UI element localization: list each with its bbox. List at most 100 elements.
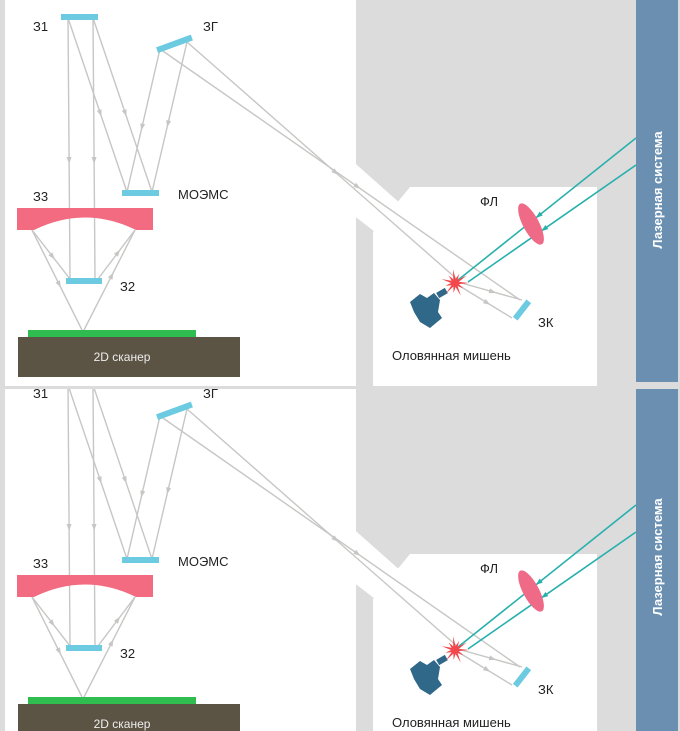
mirror-3-label: З3 [33,556,48,571]
beam-m1-m2-left-arrow [66,156,72,164]
mirror-k-label: ЗК [538,315,554,330]
beam-mg-source [186,41,459,281]
plasma-spark-icon [441,269,469,296]
beam-m2-m3-right-arrow [113,616,121,624]
wafer [28,330,196,337]
beam-mg-moems-left [126,48,161,193]
beam-m1-m2-right-arrow [91,156,97,164]
beam-mg-moems-right-arrow [166,120,172,128]
laser-system-bar [636,0,678,382]
beam-m3-m2-left-arrow [48,252,55,260]
laser-beam-2-arrow [541,225,549,232]
beam-m1-m2-right [92,17,96,279]
mirror-1-label: З1 [33,19,48,34]
beam-m1-m2-left [67,389,71,646]
beam-m3-wafer-left [31,596,83,698]
tin-target-label: Оловянная мишень [392,348,511,363]
beam-m3-wafer-right-arrow [108,639,114,647]
moems-mirror [122,190,159,196]
target-nozzle [436,654,448,666]
optics-panel [5,389,356,731]
mirror-g [156,34,193,53]
beam-mg-moems-left-arrow [140,490,146,498]
mirror-1 [61,14,98,20]
mirror-3-curved [17,208,153,230]
beam-m1-moems-right [92,17,153,193]
beam-mg-mk-arrow [353,182,361,189]
beam-m1-moems-left [68,389,128,560]
plasma-spark-icon [441,636,469,663]
mirror-2-label: З2 [120,279,135,294]
beam-m3-wafer-left-arrow [55,647,61,655]
beam-m1-moems-right-arrow [121,476,127,484]
focus-lens-label: ФЛ [480,194,498,209]
mirror-g-label: ЗГ [203,386,218,401]
beam-m1-m2-right-arrow [91,523,97,531]
beam-m3-m2-left-arrow [48,619,55,627]
focus-lens [518,203,544,245]
beam-source-mk-1-arrow [488,288,497,294]
mirror-g-label: ЗГ [203,19,218,34]
beam-m3-wafer-right-arrow [108,272,114,280]
mirror-3-curved [17,575,153,597]
tin-target [410,293,442,328]
beam-m1-m2-left [67,17,71,279]
scanner-label: 2D сканер [94,717,151,731]
scanner-2d [18,337,240,377]
laser-beam-1-arrow [535,578,543,585]
beam-mg-source [186,408,459,648]
beam-mg-moems-left-arrow [140,123,146,131]
mirror-k [512,299,532,321]
beam-m1-m2-left-arrow [66,523,72,531]
mirror-g [156,401,193,420]
beam-mg-mk [159,48,521,301]
beam-mg-mk [159,415,521,668]
beam-m3-wafer-left [31,229,83,331]
laser-system-label: Лазерная система [650,498,665,616]
focus-lens-label: ФЛ [480,561,498,576]
mirror-3-label: З3 [33,189,48,204]
beam-m3-wafer-right [83,596,136,698]
beam-source-mk-2-arrow [482,298,491,305]
beam-mg-moems-right [151,41,188,193]
beam-m3-wafer-right [83,229,136,331]
mirror-1-label: З1 [33,386,48,401]
beam-source-mk-1-arrow [488,655,497,661]
tin-target [410,660,442,695]
beam-m1-moems-left-arrow [96,109,102,117]
tin-target-label: Оловянная мишень [392,715,511,730]
mirror-2 [66,278,102,284]
beam-m1-moems-left-arrow [96,476,102,484]
laser-system-bar [636,389,678,731]
beam-mg-source-arrow [331,168,339,175]
mirror-k-label: ЗК [538,682,554,697]
beam-mg-source-arrow [331,535,339,542]
laser-beam-1 [457,137,637,281]
beam-mg-moems-right [151,408,188,560]
laser-beam-2-arrow [541,592,549,599]
mirror-2-label: З2 [120,646,135,661]
moems-label: МОЭМС [178,554,229,569]
beam-m3-wafer-left-arrow [55,280,61,288]
laser-beam-2 [467,531,637,650]
beam-source-mk-2-arrow [482,665,491,672]
beam-m1-m2-right [92,389,96,646]
beam-mg-moems-right-arrow [166,487,172,495]
beam-m2-m3-right-arrow [113,249,121,257]
optics-panel [5,0,356,386]
scanner-2d [18,704,240,731]
scanner-label: 2D сканер [94,350,151,364]
beam-m1-moems-left [67,17,128,193]
laser-beam-2 [467,164,637,283]
laser-beam-1-arrow [535,211,543,218]
focus-lens [518,570,544,612]
beam-m1-moems-right-arrow [121,109,127,117]
beam-mg-mk-arrow [353,549,361,556]
beam-m1-moems-right [93,389,153,560]
